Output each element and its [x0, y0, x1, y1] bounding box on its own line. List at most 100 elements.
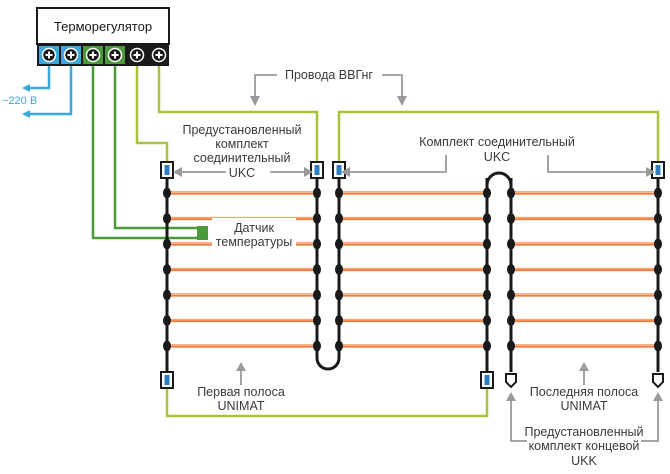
u-loop-bottom: [315, 346, 341, 371]
junction: [335, 187, 343, 199]
last-strip-label-1: Последняя полоса: [530, 385, 638, 399]
end-kit-arrow-right: [641, 400, 659, 442]
terminals: [39, 46, 169, 64]
screw-slot: [133, 51, 141, 59]
arrow-up-icon: [236, 362, 246, 371]
junction: [483, 264, 491, 275]
junction: [335, 289, 343, 301]
first-strip-label-2: UNIMAT: [218, 399, 265, 413]
arrow-up-icon: [579, 362, 589, 371]
supply-wire-1: [135, 66, 169, 162]
junction: [313, 187, 321, 199]
sensor-wire-1: [91, 66, 200, 240]
junction: [507, 289, 515, 301]
end-cap-icon: [652, 373, 664, 389]
ukc-connector-core: [484, 375, 490, 385]
arrow-right-icon: [304, 167, 313, 177]
screw-slot: [67, 51, 75, 59]
temperature-sensor: [197, 226, 208, 240]
joint-kit-label-2: UKC: [484, 150, 510, 164]
heating-strip-3: [507, 178, 662, 352]
arrow-left-icon: [173, 167, 182, 177]
end-kit-label-1: Предустановленный: [524, 425, 643, 439]
wires-label: Провода ВВГнг: [285, 68, 373, 82]
end-kit-label-3: UKK: [571, 454, 597, 468]
end-kit-label-2: комплект концевой: [529, 439, 640, 453]
wires-arrow-right: [382, 74, 403, 96]
sensor-wire-2: [113, 66, 200, 230]
thermostat-body: [36, 7, 170, 45]
preinstalled-joint-label-1: Предустановленный: [182, 123, 301, 137]
joint-arrow-right: [547, 155, 646, 173]
junction: [163, 187, 171, 199]
junction: [654, 238, 662, 250]
junction: [654, 289, 662, 301]
junction: [507, 264, 515, 275]
heating-mats: [160, 161, 665, 389]
junction: [335, 238, 343, 250]
junction: [313, 289, 321, 301]
wires-arrow-left: [254, 74, 277, 96]
arrow-head-icon: [22, 110, 30, 118]
junction: [507, 213, 515, 224]
junction: [507, 238, 515, 250]
arrow-heads: [173, 96, 663, 401]
junction: [483, 238, 491, 250]
junction: [313, 238, 321, 250]
thermostat-title: Терморегулятор: [54, 19, 152, 34]
junction: [163, 289, 171, 301]
first-strip-label-1: Первая полоса: [197, 385, 285, 399]
sensor-label-1: Датчик: [234, 221, 274, 235]
arrow-up-icon: [653, 392, 663, 401]
ukc-connector-core: [164, 375, 170, 385]
ukc-connector-core: [336, 165, 342, 175]
preinstalled-joint-label-2: комплект: [215, 137, 269, 151]
screw-slot: [89, 51, 97, 59]
junction: [163, 315, 171, 326]
ukc-connector-core: [164, 165, 170, 175]
junction: [507, 315, 515, 326]
junction: [335, 315, 343, 326]
end-cap-icon: [505, 373, 517, 389]
heating-strip-2: [335, 178, 491, 352]
arrow-left-icon: [341, 167, 350, 177]
thermostat: Терморегулятор: [36, 7, 170, 66]
last-strip-label-2: UNIMAT: [561, 399, 608, 413]
arrow-down-icon: [397, 96, 407, 106]
arrow-head-icon: [22, 84, 30, 92]
junction: [313, 264, 321, 275]
junction: [654, 187, 662, 199]
supply-wire-4: [337, 110, 660, 162]
heating-strip-1: [163, 178, 321, 352]
junction: [483, 213, 491, 224]
screw-slot: [111, 51, 119, 59]
junction: [335, 213, 343, 224]
ukc-connector-core: [314, 165, 320, 175]
arrow-up-icon: [506, 392, 516, 401]
junction: [163, 264, 171, 275]
junction: [313, 315, 321, 326]
power-wire-2: [30, 66, 73, 116]
voltage-label: ~220 В: [2, 95, 37, 107]
preinstalled-joint-label-3: соединительный: [194, 151, 291, 165]
sensor-label-2: температуры: [216, 235, 292, 249]
ukc-connector-core: [655, 165, 661, 175]
annotations: [182, 74, 659, 442]
supply-wire-3: [165, 388, 489, 418]
junction: [483, 315, 491, 326]
joint-kit-label-1: Комплект соединительный: [419, 135, 575, 149]
junction: [313, 213, 321, 224]
supply-wire-2: [157, 66, 319, 162]
preinstalled-joint-label-4: UKC: [229, 166, 255, 180]
junction: [654, 315, 662, 326]
wires: [22, 66, 660, 418]
joint-arrow-left: [350, 155, 447, 173]
arrow-down-icon: [250, 96, 260, 106]
sensor-label-bg: [212, 218, 296, 250]
screw-slot: [45, 51, 53, 59]
junction: [335, 264, 343, 275]
junction: [483, 289, 491, 301]
junction: [654, 213, 662, 224]
junction: [163, 238, 171, 250]
power-wire-1: [30, 66, 51, 90]
